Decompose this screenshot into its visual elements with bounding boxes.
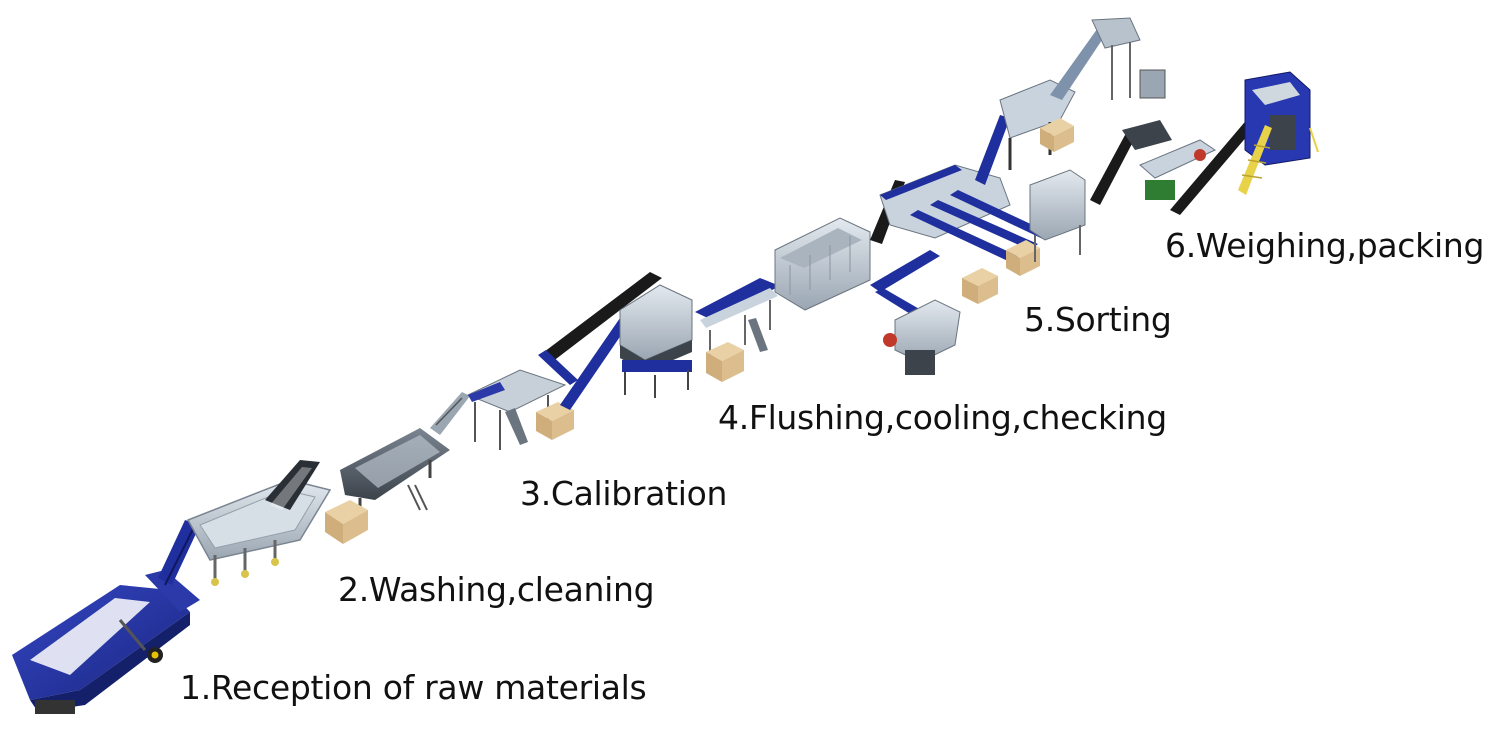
stair-conveyor-2	[430, 392, 470, 435]
washing-tank	[186, 460, 332, 586]
calibration-conveyors	[538, 272, 662, 410]
stage-label-washing: 2.Washing,cleaning	[338, 570, 655, 609]
cooling-tunnel	[774, 217, 871, 311]
crate-washing	[325, 500, 368, 544]
crate-flushing	[706, 342, 744, 382]
optical-sorter	[1029, 120, 1172, 262]
stage-label-flushing: 4.Flushing,cooling,checking	[718, 398, 1167, 437]
calibration-platform	[466, 369, 567, 450]
sorting-conveyors	[870, 164, 1052, 320]
flushing-conveyors	[695, 278, 780, 355]
stage-label-sorting: 5.Sorting	[1024, 300, 1172, 339]
crate-upper	[1040, 118, 1074, 152]
drum-washer	[340, 428, 450, 512]
packing-line	[1139, 110, 1265, 215]
elevator-conveyor-1	[158, 520, 200, 586]
upper-elevator	[975, 17, 1166, 185]
calibration-machine	[619, 284, 693, 398]
stage-label-calibration: 3.Calibration	[520, 474, 728, 513]
stage-label-packing: 6.Weighing,packing	[1165, 226, 1485, 265]
crate-sorting-1	[962, 268, 998, 304]
reception-hopper	[12, 570, 200, 714]
weighing-packing-tower	[1238, 71, 1319, 195]
stage-label-reception: 1.Reception of raw materials	[180, 668, 647, 707]
sorting-aux-machine	[883, 299, 961, 375]
